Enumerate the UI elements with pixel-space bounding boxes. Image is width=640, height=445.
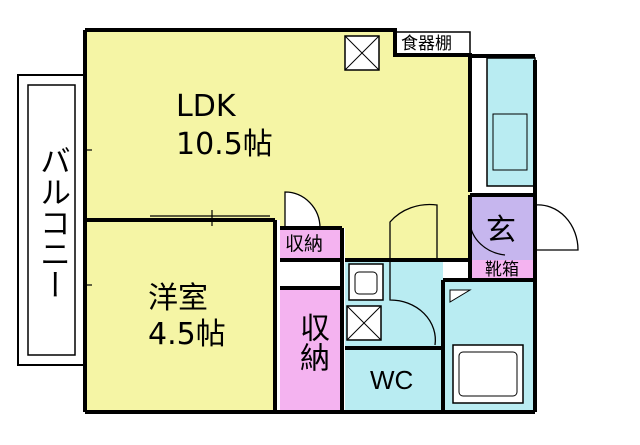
western-room-size: 4.5帖 <box>148 317 226 352</box>
walls <box>83 28 537 414</box>
wc-area <box>345 348 443 410</box>
western-room-name: 洋室 <box>148 281 208 316</box>
windows <box>85 149 270 286</box>
duct-box-top <box>344 35 380 71</box>
balcony-label: バルコニー <box>34 145 70 300</box>
ldk-size: 10.5帖 <box>176 127 273 162</box>
duct-box-bottom <box>346 305 382 341</box>
balcony <box>17 74 86 366</box>
door-swings <box>284 191 579 346</box>
cupboard-label: 食器棚 <box>401 34 452 54</box>
ldk-room <box>85 32 470 260</box>
ldk-name: LDK <box>176 89 236 124</box>
washbasin <box>348 263 384 301</box>
storage-large-area <box>280 288 342 410</box>
storage-small-label: 収納 <box>285 233 324 255</box>
wc-label: WC <box>370 365 414 395</box>
entrance-label: 玄 <box>486 213 516 248</box>
kitchen-counter <box>486 57 536 187</box>
storage-small-area <box>280 228 342 260</box>
shoe-box-label: 靴箱 <box>485 260 519 280</box>
shoe-box-area <box>470 260 533 280</box>
storage-large-label: 収納 <box>294 312 329 372</box>
western-room <box>85 220 275 410</box>
entrance-area <box>470 195 535 260</box>
bathtub <box>452 344 524 404</box>
